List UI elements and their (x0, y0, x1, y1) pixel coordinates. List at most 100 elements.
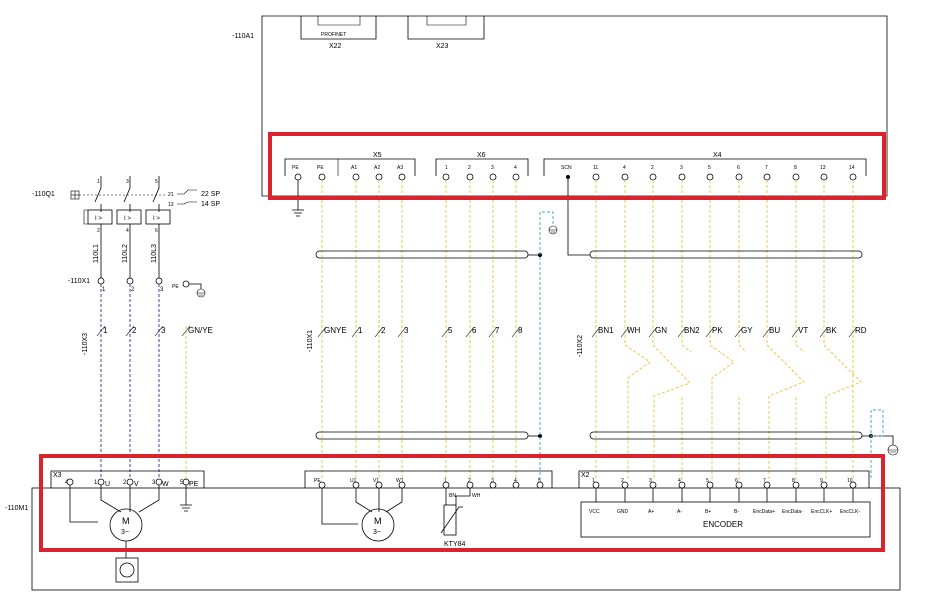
feedback-pin-label: PE (314, 478, 321, 484)
power-pin-label: 2 (123, 480, 127, 486)
breaker-pole-label: 3 (126, 179, 129, 185)
encoder-terminal (735, 481, 743, 489)
connector-x6-block (435, 158, 529, 176)
encoder-pin-label: 2 (621, 478, 624, 484)
power-terminal (97, 478, 105, 486)
encoder-signal-label: B+ (705, 509, 711, 515)
x4-pin-label: 2 (651, 165, 654, 171)
encoder-block (580, 501, 871, 538)
x4-pin-label: 3 (680, 165, 683, 171)
x6-terminal (466, 173, 474, 181)
encoder-terminal (706, 481, 714, 489)
connector-x6-label: X6 (477, 152, 486, 159)
x4-pin-label: 7 (765, 165, 768, 171)
highlight-drive-connectors (268, 132, 886, 200)
encoder-connector-label: X2 (581, 472, 590, 479)
cable-core-label: 7 (495, 326, 500, 335)
feedback-terminal (375, 481, 383, 489)
cable-core-label: GN/YE (188, 326, 213, 335)
power-phase-label: W (162, 481, 169, 488)
x4-pin-label: 13 (820, 165, 826, 171)
aux-contact-label: 21 (168, 192, 174, 198)
cable-tag: -110X3 (82, 333, 89, 355)
shield-wire (862, 435, 894, 445)
x5-pin-label: A3 (397, 165, 403, 171)
power-connector-block (50, 470, 205, 488)
power-terminal (66, 478, 74, 486)
port-x23-label: X23 (436, 43, 449, 50)
cable-tag: -110X1 (307, 330, 314, 352)
motor-outline (31, 487, 901, 591)
cable-core-label: BU (769, 326, 780, 335)
feedback-pin-label: 2 (468, 478, 471, 484)
feedback-terminal (466, 481, 474, 489)
drive-outline (261, 15, 888, 197)
trip-bracket (83, 209, 88, 225)
encoder-pin-wires (595, 488, 854, 502)
aux-contact-icon (177, 189, 197, 195)
encoder-terminal (678, 481, 686, 489)
port-x22-slot (317, 16, 361, 26)
x5-pin-label: PE (292, 165, 299, 171)
feedback-terminal (536, 481, 544, 489)
x5-terminal (318, 173, 326, 181)
cable-core-label: 3 (161, 326, 166, 335)
x4-terminal (706, 173, 714, 181)
power-terminal (155, 478, 163, 486)
cable-core (709, 180, 735, 480)
feedback-terminal (352, 481, 360, 489)
kty-wires (445, 488, 471, 505)
x6-pin-label: 3 (491, 165, 494, 171)
cable-core (823, 180, 862, 480)
x4-pin-label: 6 (737, 165, 740, 171)
cable-core (652, 180, 691, 480)
power-pin-label: 5 (180, 480, 184, 486)
motor-symbol-label: M (374, 516, 382, 526)
encoder-terminal (849, 481, 857, 489)
encoder-signal-label: GND (617, 509, 629, 515)
breaker-pole-label: 4 (126, 228, 129, 234)
power-connector-label: X3 (53, 472, 62, 479)
aux-contact-label: 13 (168, 202, 174, 208)
x6-pin-label: 1 (445, 165, 448, 171)
feedback-terminal (512, 481, 520, 489)
cable-shield-top (589, 250, 863, 259)
terminal-label: 2 (131, 287, 135, 293)
encoder-label: ENCODER (703, 520, 743, 529)
pe-label: PE (172, 284, 179, 290)
cable-x3: -110X3 1 2 3 GN/YE (82, 284, 213, 480)
ground-icon (292, 180, 304, 217)
x5-pin-label: PE (317, 165, 324, 171)
feedback-terminal (398, 481, 406, 489)
x6-pin-label: 4 (514, 165, 517, 171)
x4-terminal (592, 173, 600, 181)
breaker-contact (94, 176, 102, 212)
feedback-terminal (442, 481, 450, 489)
trip-unit-label: I > (124, 216, 131, 222)
ground-icon-lines (549, 229, 557, 233)
cable-core-label: 3 (404, 326, 409, 335)
connector-x4-block (543, 158, 867, 176)
x6-terminal (442, 173, 450, 181)
cable-slash (591, 326, 858, 338)
shield-drain-wire (870, 409, 884, 480)
x4-pin-label: 14 (849, 165, 855, 171)
fan-icon (119, 562, 135, 578)
motor-winding-wires (69, 485, 160, 523)
x5-pin-label: A2 (374, 165, 380, 171)
encoder-signal-label: EncCLK+ (811, 509, 832, 515)
encoder-pin-label: 3 (649, 478, 652, 484)
cable-x1: -110X1 GNYE 1 2 3 5 6 7 8 (307, 180, 558, 480)
shield-node (538, 434, 542, 438)
x4-terminal (621, 173, 629, 181)
trip-unit (145, 209, 171, 225)
aux-contact-label: 14 SP (201, 201, 220, 208)
cable-core-label: 2 (132, 326, 137, 335)
breaker-contact (152, 176, 160, 212)
encoder-pin-label: 6 (735, 478, 738, 484)
cable-tag: -110X2 (577, 335, 584, 357)
motor-winding-wires (321, 488, 403, 525)
x6-terminal (489, 173, 497, 181)
connector-x5-label: X5 (373, 152, 382, 159)
x6-pin-label: 2 (468, 165, 471, 171)
